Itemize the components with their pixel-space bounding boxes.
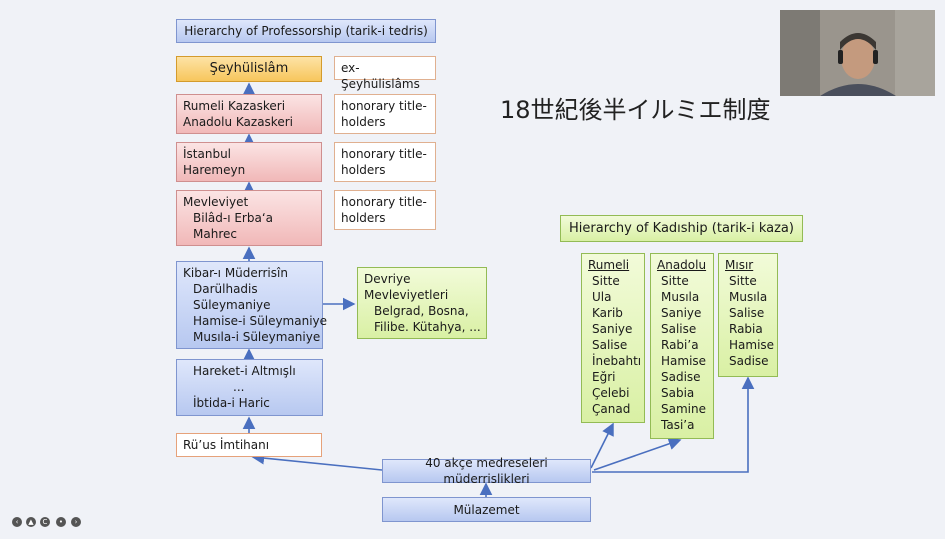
japanese-title: 18世紀後半イルミエ制度 bbox=[500, 96, 771, 124]
kibar-line-1: Kibar-ı Müderrisîn bbox=[183, 266, 288, 280]
misir-item: Musıla bbox=[729, 290, 768, 304]
kazasker-box: Rumeli Kazaskeri Anadolu Kazaskeri bbox=[176, 94, 322, 134]
misir-item: Hamise bbox=[729, 338, 775, 352]
mulazemet-box: Mülazemet bbox=[382, 497, 591, 522]
honorary-box-1: honorary title- holders bbox=[334, 94, 436, 134]
anadolu-item: Sadise bbox=[661, 370, 701, 384]
honorary-2-line-2: holders bbox=[341, 163, 386, 177]
ex-seyhulislam-box: ex-Şeyhülislâms bbox=[334, 56, 436, 91]
istanbul-line-2: Haremeyn bbox=[183, 163, 246, 177]
honorary-1-line-2: holders bbox=[341, 115, 386, 129]
professorship-header: Hierarchy of Professorship (tarik-i tedr… bbox=[176, 19, 436, 43]
devriye-line-1: Devriye bbox=[364, 272, 411, 286]
mevleviyet-line-3: Mahrec bbox=[193, 227, 237, 241]
pointer-icon[interactable]: ▲ bbox=[26, 517, 36, 527]
misir-item: Sadise bbox=[729, 354, 769, 368]
captions-icon[interactable]: C bbox=[40, 517, 50, 527]
anadolu-item: Rabi’a bbox=[661, 338, 699, 352]
prev-icon[interactable]: ‹ bbox=[12, 517, 22, 527]
honorary-3-line-1: honorary title- bbox=[341, 195, 427, 209]
arrow-akce-to-rus bbox=[251, 451, 383, 471]
kibar-box: Kibar-ı Müderrisîn Darülhadis Süleymaniy… bbox=[176, 261, 328, 349]
honorary-box-2: honorary title- holders bbox=[334, 142, 436, 182]
rumeli-title: Rumeli bbox=[588, 258, 630, 272]
akce-label: 40 akçe medreseleri müderrislikleri bbox=[425, 456, 548, 486]
istanbul-line-1: İstanbul bbox=[183, 147, 232, 161]
devriye-line-2: Mevleviyetleri bbox=[364, 288, 449, 302]
webcam-video bbox=[780, 10, 935, 96]
kibar-line-4: Hamise-i Süleymaniye bbox=[193, 314, 328, 328]
devriye-line-4: Filibe. Kütahya, ... bbox=[374, 320, 481, 334]
arrow-akce-to-misir bbox=[592, 376, 755, 473]
kibar-line-2: Darülhadis bbox=[193, 282, 258, 296]
devriye-box: Devriye Mevleviyetleri Belgrad, Bosna, F… bbox=[357, 267, 487, 339]
seyhulislam-box: Şeyhülislâm bbox=[176, 56, 322, 82]
presenter-image bbox=[780, 10, 935, 96]
istanbul-box: İstanbul Haremeyn bbox=[176, 142, 322, 182]
mevleviyet-line-1: Mevleviyet bbox=[183, 195, 249, 209]
rumeli-item: Karib bbox=[592, 306, 623, 320]
hareket-line-1: Hareket-i Altmışlı bbox=[193, 364, 296, 378]
rumeli-item: Sitte bbox=[592, 274, 620, 288]
rus-imtihani-box: Rü’us İmtihanı bbox=[176, 433, 322, 457]
rumeli-item: Çanad bbox=[592, 402, 631, 416]
anadolu-item: Samine bbox=[661, 402, 706, 416]
misir-item: Sitte bbox=[729, 274, 757, 288]
hareket-box: Hareket-i Altmışlı ... İbtida-i Haric bbox=[176, 359, 323, 416]
honorary-box-3: honorary title- holders bbox=[334, 190, 436, 230]
mulazemet-label: Mülazemet bbox=[453, 502, 520, 517]
ex-seyhulislam-label: ex-Şeyhülislâms bbox=[341, 61, 420, 91]
mevleviyet-box: Mevleviyet Bilâd-ı Erba‘a Mahrec bbox=[176, 190, 322, 246]
anadolu-item: Musıla bbox=[661, 290, 700, 304]
anadolu-item: Hamise bbox=[661, 354, 707, 368]
kibar-line-3: Süleymaniye bbox=[193, 298, 271, 312]
rumeli-item: İnebahtı bbox=[592, 354, 642, 368]
anadolu-item: Tasi’a bbox=[661, 418, 695, 432]
anadolu-column: Anadolu Sitte Musıla Saniye Salise Rabi’… bbox=[650, 253, 714, 439]
professorship-header-label: Hierarchy of Professorship (tarik-i tedr… bbox=[184, 24, 428, 38]
devriye-line-3: Belgrad, Bosna, bbox=[374, 304, 469, 318]
rumeli-item: Ula bbox=[592, 290, 612, 304]
rumeli-item: Saniye bbox=[592, 322, 633, 336]
honorary-2-line-1: honorary title- bbox=[341, 147, 427, 161]
anadolu-item: Saniye bbox=[661, 306, 702, 320]
kadiship-header: Hierarchy of Kadıship (tarik-i kaza) bbox=[560, 215, 803, 242]
kibar-line-5: Musıla-i Süleymaniye bbox=[193, 330, 321, 344]
anadolu-item: Salise bbox=[661, 322, 697, 336]
misir-column: Mısır Sitte Musıla Salise Rabia Hamise S… bbox=[718, 253, 778, 377]
hareket-line-3: İbtida-i Haric bbox=[193, 396, 270, 410]
next-icon[interactable]: › bbox=[71, 517, 81, 527]
rumeli-item: Çelebi bbox=[592, 386, 630, 400]
misir-item: Salise bbox=[729, 306, 765, 320]
misir-item: Rabia bbox=[729, 322, 763, 336]
mevleviyet-line-2: Bilâd-ı Erba‘a bbox=[193, 211, 274, 225]
seyhulislam-label: Şeyhülislâm bbox=[209, 61, 289, 76]
hareket-ellipsis: ... bbox=[233, 380, 245, 394]
more-icon[interactable]: • bbox=[56, 517, 66, 527]
anadolu-item: Sabia bbox=[661, 386, 695, 400]
honorary-1-line-1: honorary title- bbox=[341, 99, 427, 113]
arrow-akce-to-rumeli bbox=[590, 422, 614, 469]
kazasker-line-2: Anadolu Kazaskeri bbox=[183, 115, 293, 129]
kazasker-line-1: Rumeli Kazaskeri bbox=[183, 99, 286, 113]
misir-title: Mısır bbox=[725, 258, 754, 272]
rumeli-item: Salise bbox=[592, 338, 628, 352]
honorary-3-line-2: holders bbox=[341, 211, 386, 225]
kadiship-header-label: Hierarchy of Kadıship (tarik-i kaza) bbox=[569, 220, 794, 236]
anadolu-title: Anadolu bbox=[657, 258, 707, 272]
anadolu-item: Sitte bbox=[661, 274, 689, 288]
akce-box: 40 akçe medreseleri müderrislikleri bbox=[382, 456, 591, 486]
rumeli-column: Rumeli Sitte Ula Karib Saniye Salise İne… bbox=[581, 253, 645, 423]
arrow-akce-to-anadolu bbox=[593, 437, 682, 471]
rumeli-item: Eğri bbox=[592, 370, 616, 384]
rus-imtihani-label: Rü’us İmtihanı bbox=[183, 438, 270, 452]
